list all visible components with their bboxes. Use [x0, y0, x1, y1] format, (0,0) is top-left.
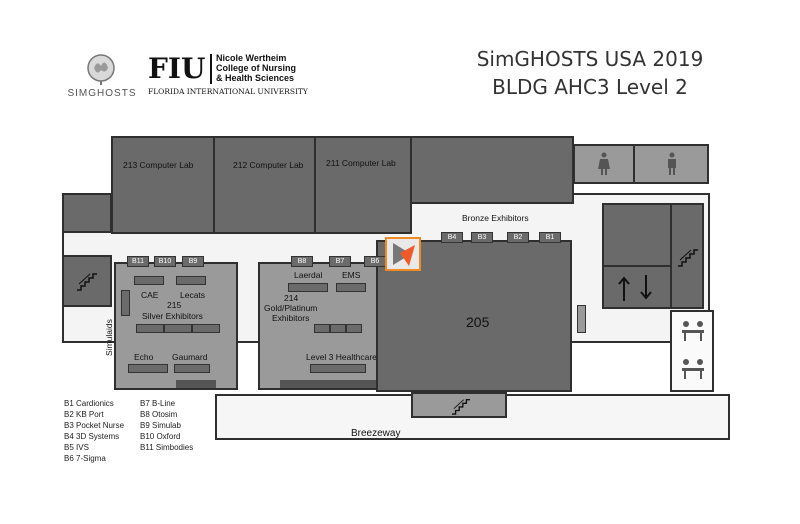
table-ems [336, 283, 366, 292]
exhibitor-laerdal: Laerdal [294, 270, 323, 280]
booth-b1[interactable]: B1 [539, 232, 561, 243]
room-211-computer-lab: 211 Computer Lab [314, 136, 412, 234]
table-silver-1 [136, 324, 164, 333]
fiu-university: FLORIDA INTERNATIONAL UNIVERSITY [148, 87, 308, 96]
wall-strip-214 [280, 380, 376, 388]
booth-b11[interactable]: B11 [127, 256, 149, 267]
table-gold-2 [330, 324, 346, 333]
table-silver-2 [164, 324, 192, 333]
you-are-here-marker[interactable] [385, 237, 421, 271]
fiu-college-line2: College of Nursing [216, 63, 297, 73]
room-213-label: 213 Computer Lab [123, 160, 194, 170]
table-level3 [310, 364, 366, 373]
wall-strip-215 [176, 380, 216, 388]
room-215-sublabel: Silver Exhibitors [142, 311, 203, 321]
table-silver-3 [192, 324, 220, 333]
table-lecats [176, 276, 206, 285]
table-echo [128, 364, 168, 373]
simghosts-logo: SIMGHOSTS [62, 52, 142, 102]
room-214-sublabel-2: Exhibitors [272, 313, 310, 323]
map-title-line1: SimGHOSTS USA 2019 [476, 47, 704, 71]
exhibitor-echo: Echo [134, 352, 154, 362]
room-214-label: 214 [284, 293, 299, 303]
room-205-label: 205 [466, 314, 490, 330]
room-213-computer-lab: 213 Computer Lab [111, 136, 215, 234]
restroom-women-icon [598, 152, 610, 175]
right-stairwell [670, 203, 704, 309]
legend-item: B4 3D Systems [64, 432, 120, 441]
booth-b3[interactable]: B3 [471, 232, 493, 243]
left-stairwell [62, 255, 112, 307]
meeting-people-icon [682, 321, 704, 341]
booth-b8[interactable]: B8 [291, 256, 313, 267]
right-service-block [602, 203, 672, 309]
legend-item: B7 B-Line [140, 399, 176, 408]
room-212-computer-lab: 212 Computer Lab [213, 136, 316, 234]
room-214-sublabel-1: Gold/Platinum [264, 303, 318, 313]
table-laerdal [288, 283, 328, 292]
table-gaumard [174, 364, 210, 373]
map-title-line2: BLDG AHC3 Level 2 [492, 75, 688, 99]
legend-item: B10 Oxford [140, 432, 181, 441]
simghosts-logo-text: SIMGHOSTS [67, 88, 137, 99]
stairs-icon [452, 399, 470, 415]
legend-right: B7 B-Line B8 Otosim B9 Simulab B10 Oxfor… [140, 398, 193, 453]
right-meeting-area [670, 310, 714, 392]
fiu-mark: FIU [148, 52, 206, 85]
table-gold-3 [346, 324, 362, 333]
room-unlabeled-top [410, 136, 574, 204]
exhibitor-cae: CAE [141, 290, 159, 300]
fiu-college-line1: Nicole Wertheim [216, 53, 287, 63]
elevator-icon [618, 275, 652, 301]
booth-b7[interactable]: B7 [329, 256, 351, 267]
room-212-label: 212 Computer Lab [233, 160, 304, 170]
booth-b6[interactable]: B6 [364, 256, 386, 267]
simulaids-label: Simulaids [104, 319, 114, 356]
room-215-label: 215 [167, 300, 182, 310]
restroom-men-icon [668, 152, 676, 175]
booth-b4[interactable]: B4 [441, 232, 463, 243]
breezeway-label: Breezeway [351, 428, 401, 439]
booth-b2[interactable]: B2 [507, 232, 529, 243]
booth-b10[interactable]: B10 [154, 256, 176, 267]
legend-item: B5 IVS [64, 443, 89, 452]
exhibitor-gaumard: Gaumard [172, 352, 208, 362]
legend-item: B11 Simbodies [140, 443, 194, 452]
fiu-divider [210, 54, 212, 84]
you-are-here-marker-icon [387, 239, 419, 269]
legend-item: B8 Otosim [140, 410, 178, 419]
exhibitor-level3: Level 3 Healthcare [306, 352, 377, 362]
restroom-men [633, 144, 709, 184]
legend-item: B1 Cardionics [64, 399, 114, 408]
bronze-exhibitors-label: Bronze Exhibitors [462, 213, 529, 223]
fiu-logo: FIU Nicole Wertheim College of Nursing &… [148, 50, 318, 96]
left-service-room [62, 193, 112, 233]
fiu-college-line3: & Health Sciences [216, 73, 295, 83]
meeting-people-icon [682, 359, 704, 379]
table-gold-1 [314, 324, 330, 333]
legend-left: B1 Cardionics B2 KB Port B3 Pocket Nurse… [64, 398, 124, 464]
room-211-label: 211 Computer Lab [326, 158, 396, 168]
brain-head-icon [87, 54, 115, 85]
corridor-panel [577, 305, 586, 333]
restroom-women [573, 144, 635, 184]
legend-item: B3 Pocket Nurse [64, 421, 125, 430]
exhibitor-lecats: Lecats [180, 290, 206, 300]
stairs-icon [77, 273, 97, 291]
exhibitor-ems: EMS [342, 270, 361, 280]
table-cae [134, 276, 164, 285]
legend-item: B2 KB Port [64, 410, 104, 419]
stairs-icon [678, 249, 698, 267]
booth-b9[interactable]: B9 [182, 256, 204, 267]
legend-item: B6 7-Sigma [64, 454, 106, 463]
breezeway-stairs [411, 392, 507, 418]
table-simulaids [121, 290, 130, 316]
legend-item: B9 Simulab [140, 421, 181, 430]
